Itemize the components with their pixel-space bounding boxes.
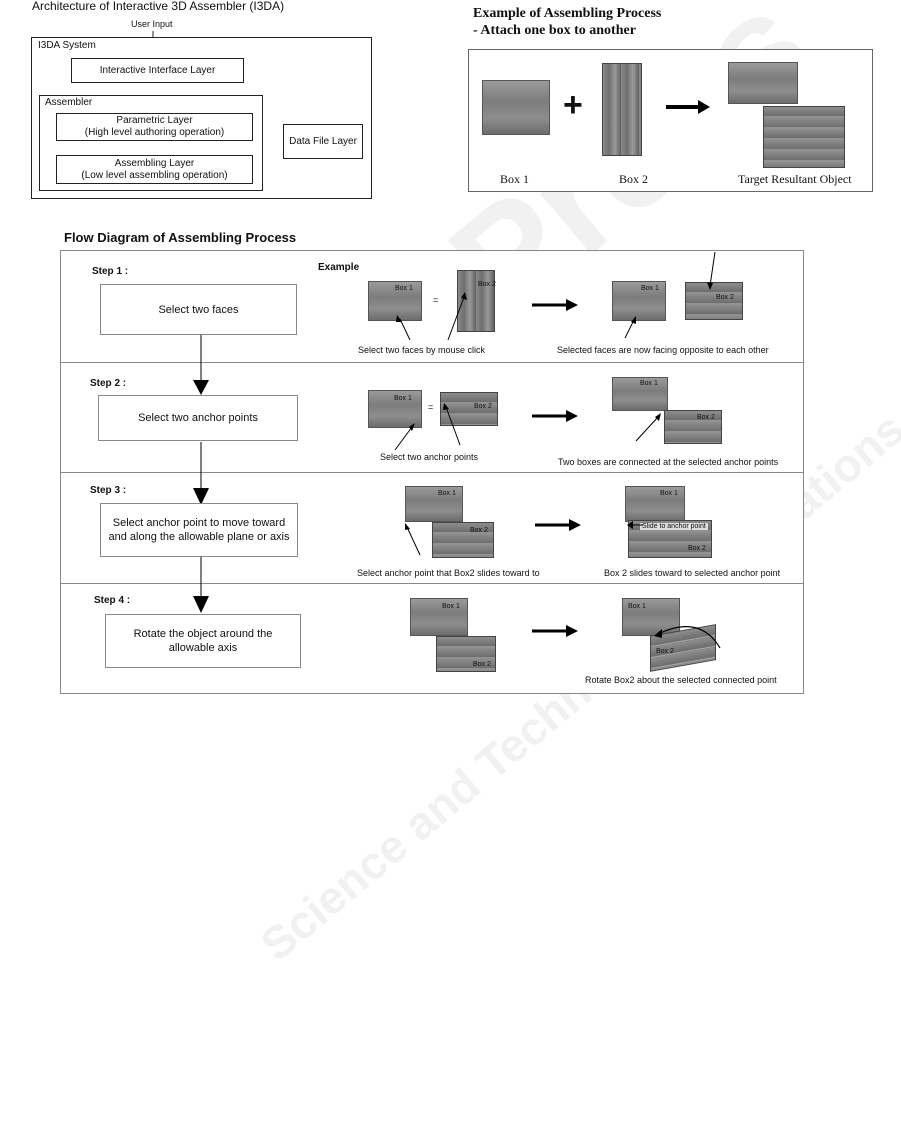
assembling-layer-title: Assembling Layer	[114, 157, 195, 169]
step1-result-box2-image	[685, 282, 743, 320]
step4-box1-label: Box 1	[442, 603, 460, 610]
step3-box2-label: Box 2	[470, 527, 488, 534]
example-box2-label: Box 2	[619, 172, 649, 186]
step3-box1-label: Box 1	[438, 490, 456, 497]
step1-result-box2-label: Box 2	[716, 294, 734, 301]
step4-rotate-arrow	[654, 626, 721, 649]
step4-result-box2-label: Box 2	[656, 648, 674, 655]
step2-result-arrow	[635, 413, 661, 442]
step1-box1-image	[368, 281, 422, 321]
step3-result-box1-image	[625, 486, 685, 522]
step4-arrow-icon	[532, 625, 578, 637]
step2-caption-left: Select two anchor points	[380, 452, 479, 462]
step4-caption-right: Rotate Box2 about the selected connected…	[585, 675, 777, 685]
step1-result-box1-label: Box 1	[641, 285, 659, 292]
parametric-layer-title: Parametric Layer	[116, 115, 193, 126]
step3-caption-right: Box 2 slides toward to selected anchor p…	[604, 568, 781, 578]
step2-result-box1-label: Box 1	[640, 380, 658, 387]
step3-arrow-icon	[535, 519, 581, 531]
i3da-system-label: I3DA System	[38, 40, 96, 51]
step1-box2-label: Box 2	[478, 281, 496, 288]
step4-box1-image	[410, 598, 468, 636]
step2-equals-icon: =	[428, 402, 434, 412]
step3-box: Select anchor point to move toward and a…	[100, 503, 298, 557]
step1-box: Select two faces	[100, 284, 297, 335]
step3-caption-left: Select anchor point that Box2 slides tow…	[357, 568, 540, 578]
step1-caption-left: Select two faces by mouse click	[358, 345, 486, 355]
step2-box1-label: Box 1	[394, 395, 412, 402]
step1-box2-image	[457, 270, 495, 332]
step1-pointer-arrows	[396, 292, 467, 341]
flow-divider-2	[60, 472, 804, 473]
step4-box: Rotate the object around the allowable a…	[105, 614, 301, 668]
user-input-label: User Input	[131, 19, 173, 29]
step3-result-box1-label: Box 1	[660, 490, 678, 497]
step1-arrow-icon	[532, 299, 578, 311]
step2-result-box2-label: Box 2	[697, 414, 715, 421]
data-file-layer: Data File Layer	[283, 124, 363, 159]
step1-result-arrows	[624, 251, 716, 339]
step1-result-box1-image	[612, 281, 666, 321]
example-target-bottom-image	[763, 106, 845, 168]
step2-pointer-arrows	[394, 403, 461, 451]
step3-slide-note: Slide to anchor point	[640, 523, 708, 530]
step3-box2-image	[432, 522, 494, 558]
step4-label: Step 4 :	[94, 595, 131, 606]
step2-result-box1-image	[612, 377, 668, 411]
example-box2-image	[602, 63, 642, 156]
step4-box2-image	[436, 636, 496, 672]
step3-pointer-arrow	[405, 523, 421, 556]
step2-box1-image	[368, 390, 422, 428]
interactive-interface-layer: Interactive Interface Layer	[71, 58, 244, 83]
parametric-layer: Parametric Layer (High level authoring o…	[56, 113, 253, 141]
step1-caption-right: Selected faces are now facing opposite t…	[557, 345, 769, 355]
step3-box1-image	[405, 486, 463, 522]
assembling-layer: Assembling Layer (Low level assembling o…	[56, 155, 253, 184]
example-title-line1: Example of Assembling Process	[473, 6, 662, 21]
example-box1-label: Box 1	[500, 172, 530, 186]
example-plus-sign: +	[563, 86, 583, 124]
example-box1-image	[482, 80, 550, 135]
step2-label: Step 2 :	[90, 378, 127, 389]
step3-result-arrow	[627, 521, 643, 529]
flow-divider-3	[60, 583, 804, 584]
step1-equals-icon: =	[433, 295, 439, 305]
example-title-line2: - Attach one box to another	[473, 23, 636, 38]
parametric-layer-desc: (High level authoring operation)	[84, 127, 225, 138]
assembler-label: Assembler	[45, 97, 93, 108]
step4-box2-label: Box 2	[473, 661, 491, 668]
example-arrow-icon	[666, 100, 710, 114]
step1-label: Step 1 :	[92, 266, 129, 277]
step3-label: Step 3 :	[90, 485, 127, 496]
flow-title: Flow Diagram of Assembling Process	[64, 230, 297, 245]
step4-result-box1-label: Box 1	[628, 603, 646, 610]
flow-divider-1	[60, 362, 804, 363]
step2-box: Select two anchor points	[98, 395, 298, 441]
step2-caption-right: Two boxes are connected at the selected …	[558, 457, 779, 467]
example-target-top-image	[728, 62, 798, 104]
example-target-label: Target Resultant Object	[738, 172, 852, 186]
step1-box1-label: Box 1	[395, 285, 413, 292]
step2-arrow-icon	[532, 410, 578, 422]
step2-box2-image	[440, 392, 498, 426]
example-label: Example	[318, 262, 360, 273]
step2-result-box2-image	[664, 410, 722, 444]
step3-result-box2-label: Box 2	[688, 545, 706, 552]
flow-step-arrows	[193, 335, 209, 613]
step2-box2-label: Box 2	[474, 403, 492, 410]
architecture-title: Architecture of Interactive 3D Assembler…	[32, 0, 285, 13]
assembling-layer-desc: (Low level assembling operation)	[81, 169, 228, 181]
